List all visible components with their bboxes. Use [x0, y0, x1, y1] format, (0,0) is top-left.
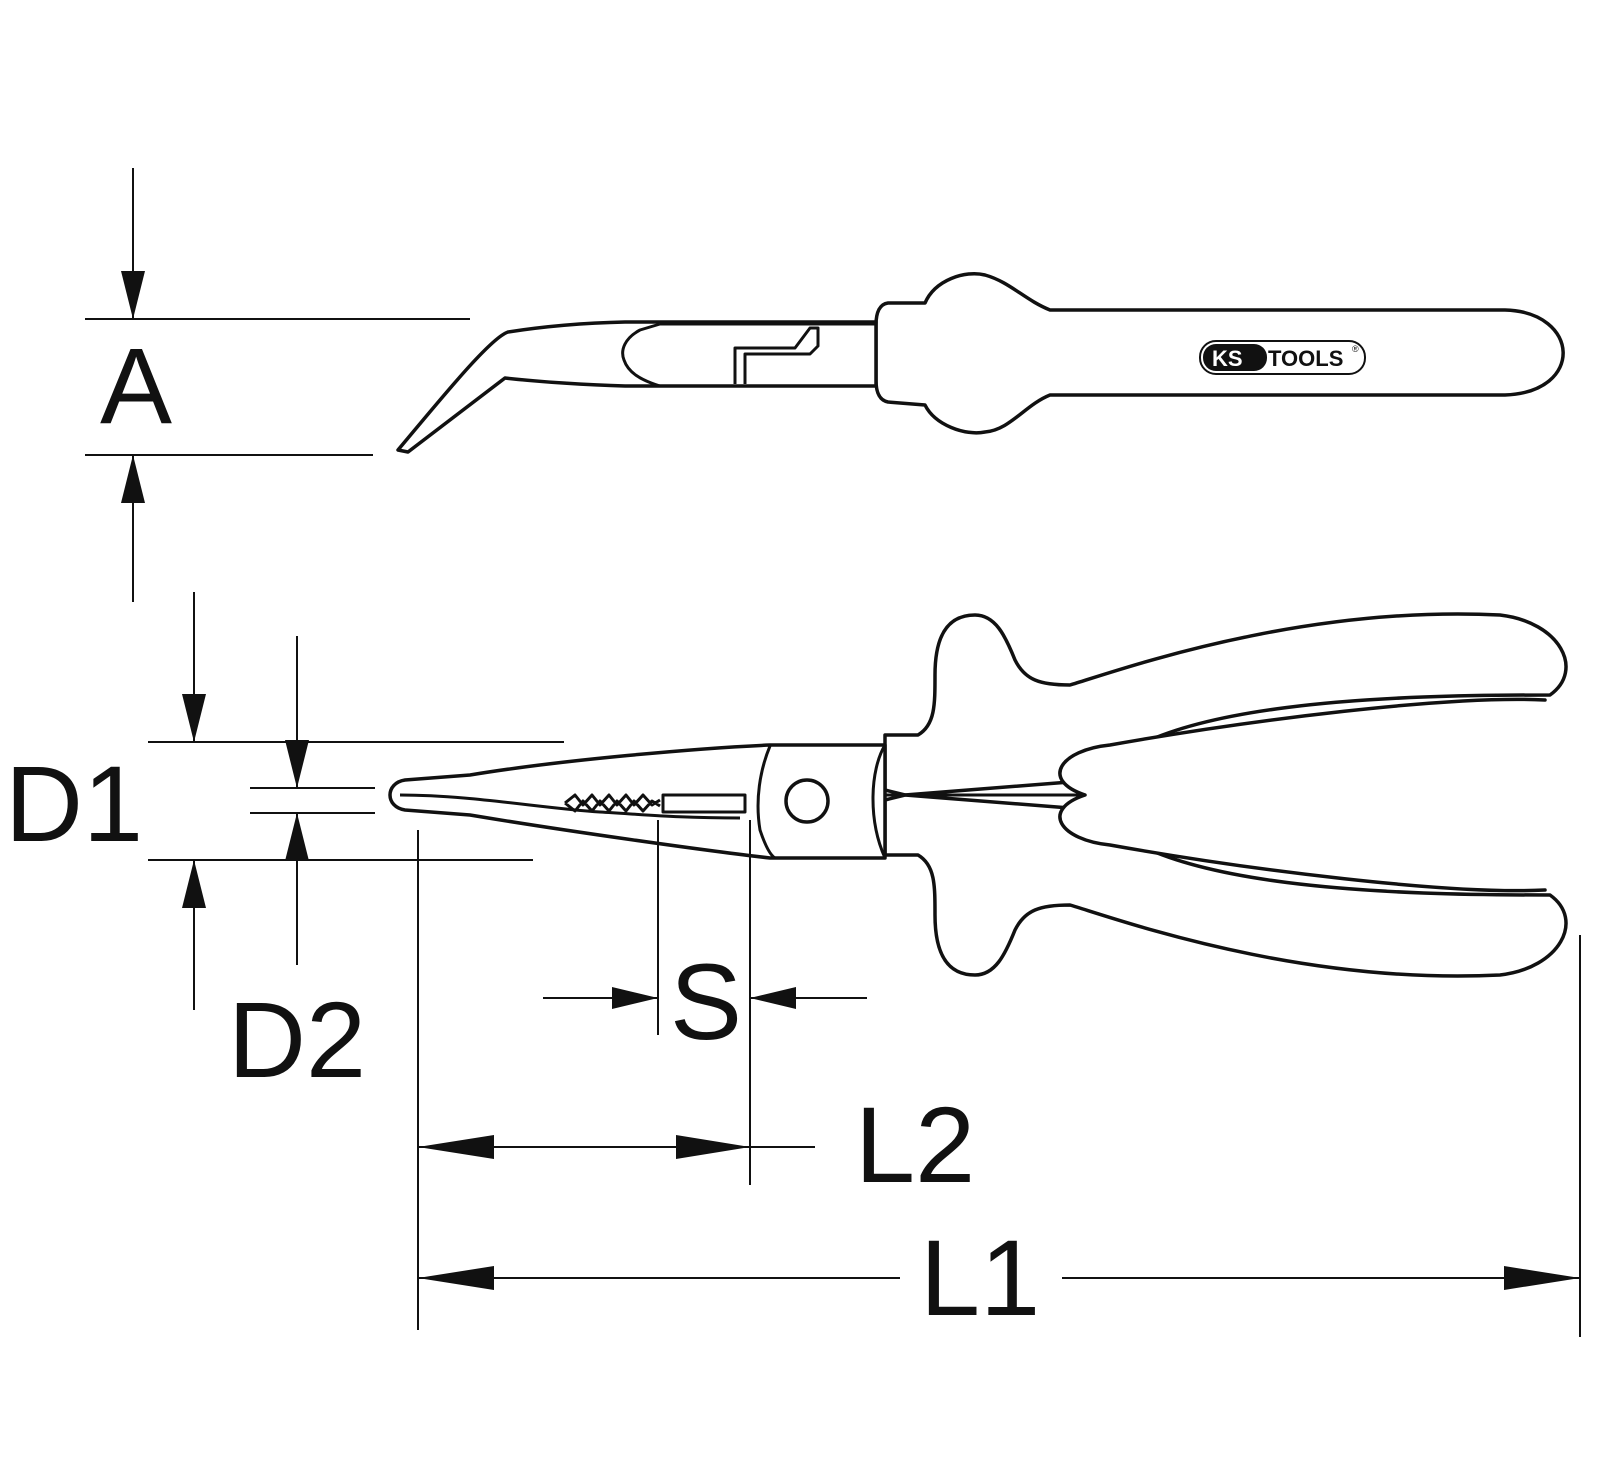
top-joint-right	[871, 744, 887, 859]
top-joint-outline	[756, 745, 776, 860]
logo-registered-mark: ®	[1352, 344, 1359, 354]
pliers-top-view	[388, 612, 1568, 978]
top-handle-lower	[883, 793, 1568, 978]
label-a: A	[100, 325, 172, 446]
label-l2: L2	[855, 1084, 975, 1205]
label-d1: D1	[5, 743, 143, 864]
dimension-s	[543, 820, 867, 1185]
side-jaw-inner	[621, 322, 661, 388]
side-cutter-step	[733, 326, 820, 384]
dimension-a	[85, 168, 470, 602]
top-handle-upper	[883, 612, 1568, 797]
pliers-side-view	[396, 272, 1565, 454]
label-s: S	[670, 941, 742, 1062]
ks-tools-logo: KS TOOLS ®	[1199, 340, 1366, 375]
dimension-d1	[148, 592, 564, 1010]
dimension-d2	[250, 636, 375, 965]
top-cutter-slot	[661, 793, 747, 814]
logo-text-tools: TOOLS	[1268, 346, 1343, 371]
top-handle-gap	[1058, 697, 1547, 893]
dimension-l2	[417, 830, 815, 1330]
logo-text-ks: KS	[1212, 346, 1243, 371]
dimension-l1	[418, 935, 1581, 1337]
side-jaw	[396, 320, 878, 454]
label-l1: L1	[920, 1217, 1040, 1338]
top-joint-rivet	[784, 778, 830, 824]
top-jaw-serration	[564, 793, 661, 813]
top-jaw-split	[399, 793, 741, 820]
label-d2: D2	[228, 979, 366, 1100]
